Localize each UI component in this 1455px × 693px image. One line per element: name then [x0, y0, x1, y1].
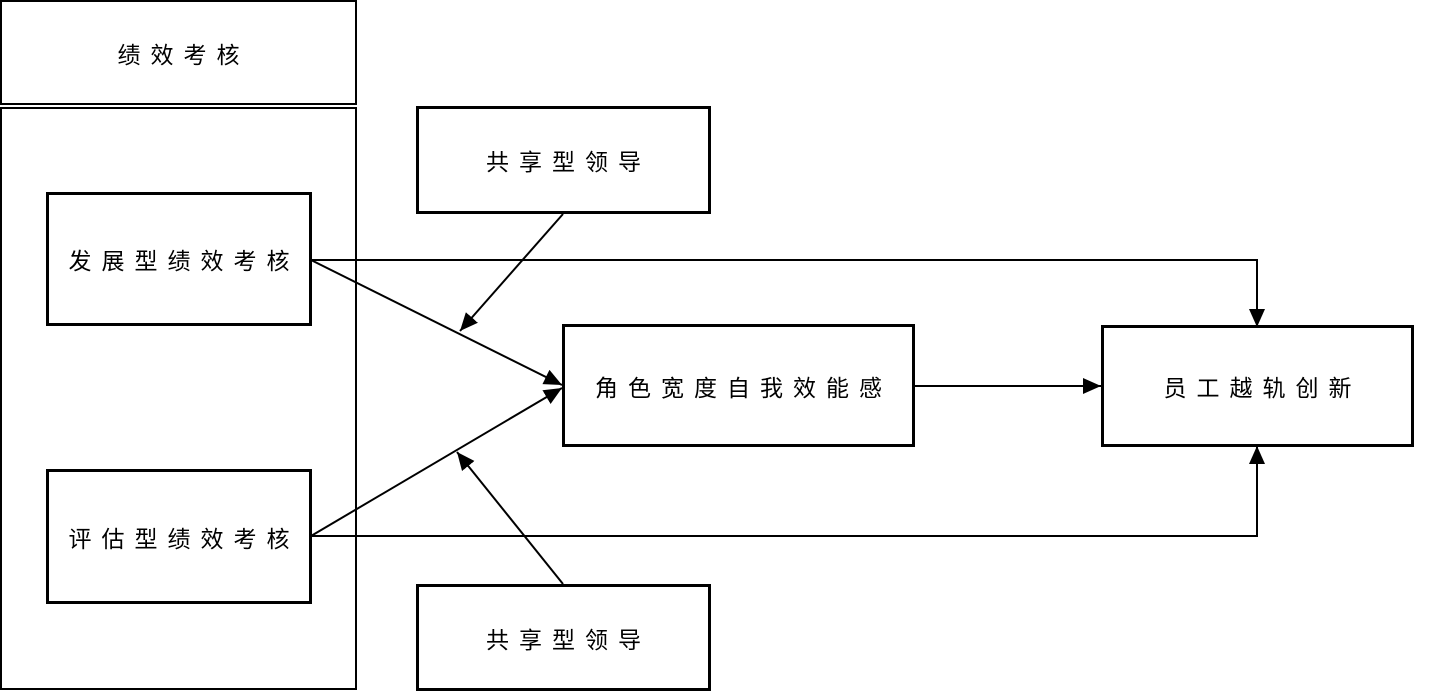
performance-appraisal-group-title-wrap: 绩效考核 [2, 2, 355, 103]
node-role-breadth-self-efficacy-label: 角色宽度自我效能感 [595, 375, 892, 401]
node-employee-bootleg-innovation: 员工越轨创新 [1101, 325, 1414, 447]
node-employee-bootleg-innovation-label: 员工越轨创新 [1163, 376, 1362, 401]
node-shared-leadership-top: 共享型领导 [416, 106, 711, 214]
node-shared-leadership-top-label: 共享型领导 [486, 150, 651, 175]
node-shared-leadership-bottom: 共享型领导 [416, 584, 711, 691]
node-role-breadth-self-efficacy: 角色宽度自我效能感 [562, 324, 915, 447]
node-developmental-appraisal: 发展型绩效考核 [46, 192, 312, 326]
node-developmental-appraisal-label: 发展型绩效考核 [68, 249, 300, 274]
arrow-developmental-to-rbse [310, 259, 563, 386]
node-evaluative-appraisal: 评估型绩效考核 [46, 469, 312, 604]
arrow-evaluative-to-rbse [310, 387, 563, 537]
performance-appraisal-group-title: 绩效考核 [117, 42, 250, 68]
arrow-shared-leadership-top-moderation [459, 213, 564, 332]
arrow-developmental-to-innovation [311, 259, 1265, 327]
arrow-evaluative-to-innovation [311, 446, 1265, 537]
performance-appraisal-group-frame [0, 107, 357, 690]
arrow-shared-leadership-bottom-moderation [456, 451, 564, 585]
performance-appraisal-group-title-box: 绩效考核 [0, 0, 357, 105]
node-evaluative-appraisal-label: 评估型绩效考核 [68, 526, 300, 552]
node-shared-leadership-bottom-label: 共享型领导 [486, 627, 651, 653]
